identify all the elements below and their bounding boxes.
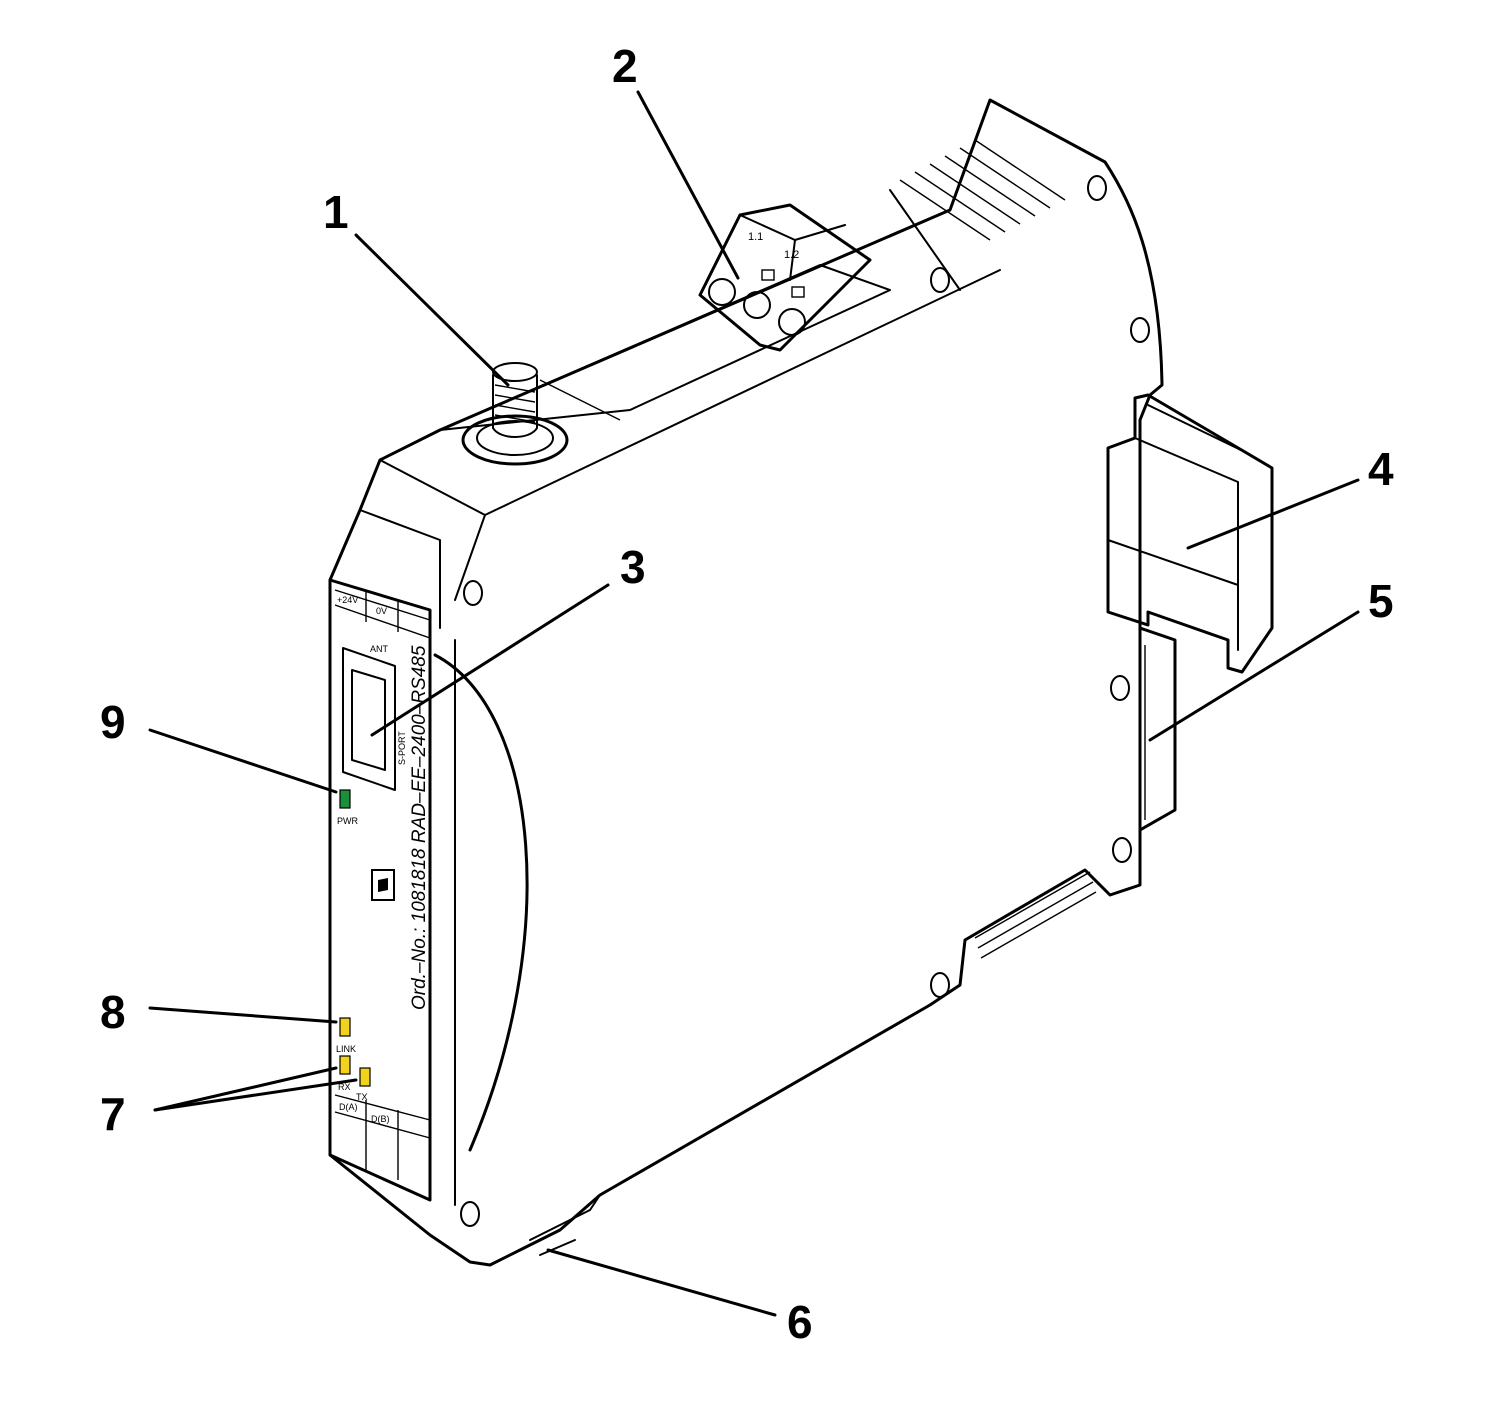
- leader-6: [546, 1248, 777, 1317]
- leader-7b: [153, 1078, 358, 1112]
- callout-6: 6: [787, 1296, 813, 1348]
- antenna-connector: [461, 362, 569, 466]
- label-d-a: D(A): [339, 1102, 358, 1112]
- din-rail: [1106, 393, 1274, 832]
- label-s-port: S-PORT: [397, 731, 407, 765]
- top-channel: [439, 264, 891, 431]
- leader-4: [1186, 478, 1360, 550]
- led-tx: [359, 1067, 371, 1087]
- callout-7: 7: [100, 1088, 126, 1140]
- label-plus24v: +24V: [337, 595, 358, 605]
- led-pwr: [339, 789, 351, 809]
- callout-3: 3: [620, 541, 646, 593]
- terminal-block-top: 1.1 1.2: [698, 203, 872, 352]
- terminal-label-1-2: 1.2: [784, 249, 799, 261]
- label-ant: ANT: [370, 644, 389, 654]
- top-grip: [889, 139, 1066, 291]
- manufacturer-logo-icon: [371, 869, 395, 901]
- order-number-text: Ord.–No.: 1081818 RAD–EE–2400–RS485: [409, 645, 430, 1010]
- front-panel: +24V 0V ANT S-PORT PWR LINK RX TX: [328, 578, 432, 1202]
- leader-7a: [153, 1066, 338, 1112]
- label-rx: RX: [338, 1082, 351, 1092]
- leader-1: [354, 233, 510, 387]
- label-d-b: D(B): [371, 1114, 390, 1124]
- housing-side: [328, 98, 1164, 1267]
- leader-lines: [148, 90, 1360, 1317]
- label-tx: TX: [356, 1092, 368, 1102]
- leader-3: [370, 583, 610, 737]
- callout-1: 1: [323, 186, 349, 238]
- callout-numbers: 1 2 3 4 5 6 7 8 9: [100, 40, 1394, 1348]
- label-pwr: PWR: [337, 816, 358, 826]
- callout-2: 2: [612, 40, 638, 92]
- callout-5: 5: [1368, 575, 1394, 627]
- label-0v: 0V: [376, 606, 387, 616]
- label-link: LINK: [336, 1044, 356, 1054]
- callout-8: 8: [100, 986, 126, 1038]
- terminal-label-1-1: 1.1: [748, 231, 763, 243]
- leader-9: [148, 728, 338, 794]
- led-rx: [339, 1055, 351, 1075]
- leader-2: [636, 90, 740, 280]
- callout-4: 4: [1368, 443, 1394, 495]
- leader-5: [1148, 610, 1360, 742]
- led-link: [339, 1017, 351, 1037]
- leader-8: [148, 1006, 338, 1024]
- callout-9: 9: [100, 696, 126, 748]
